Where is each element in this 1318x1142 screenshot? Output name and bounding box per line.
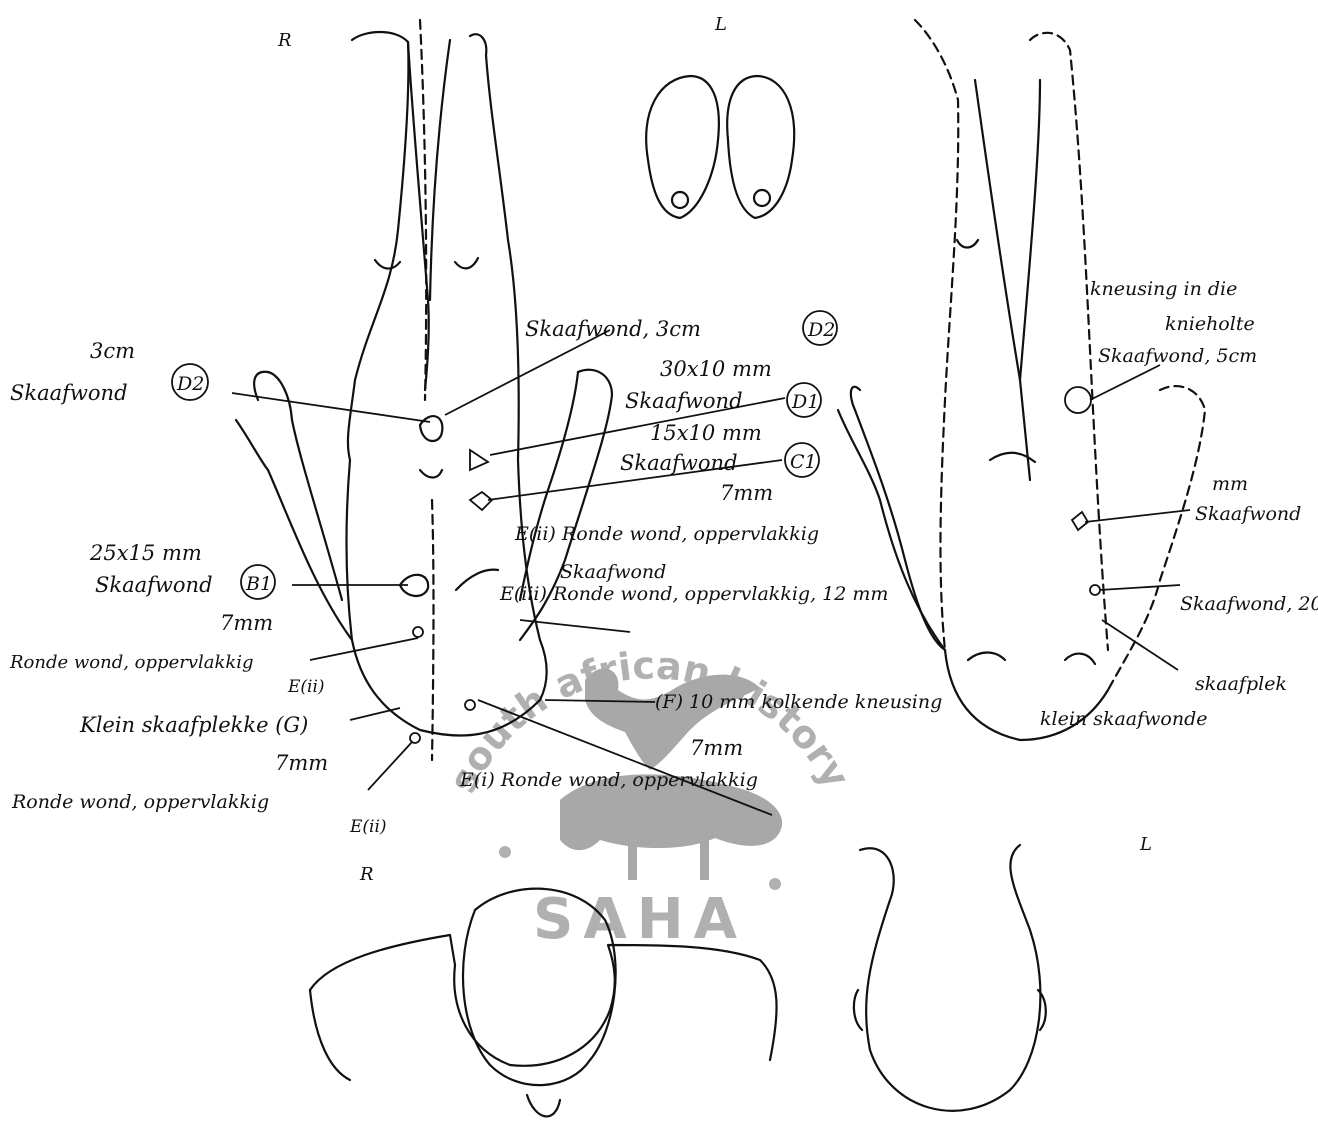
annotation-d2-left-text: Skaafwond xyxy=(10,381,128,405)
annotation-c1-badge: C1 xyxy=(790,451,817,473)
annotation-c1-extra: 7mm xyxy=(720,481,773,505)
annotation-e1b-size: 7mm xyxy=(275,751,328,775)
annotation-d2-left-badge: D2 xyxy=(176,373,204,395)
annotation-e2a-text: E(ii) Ronde wond, oppervlakkig xyxy=(514,523,819,545)
annotation-e3-extra: Skaafwond xyxy=(560,561,666,583)
annotation-b1-badge: B1 xyxy=(245,573,272,595)
annotations-back: kneusing in die knieholte Skaafwond, 5cm… xyxy=(1040,278,1318,730)
annotation-right-back-2: klein skaafwonde xyxy=(1040,708,1207,730)
annotation-right-knee-2: knieholte xyxy=(1165,313,1255,335)
annotation-right-back-1: skaafplek xyxy=(1195,673,1287,695)
annotation-c1-text: Skaafwond xyxy=(620,451,738,475)
annotation-g-text: Klein skaafplekke (G) xyxy=(79,713,308,737)
label-r-bottom: R xyxy=(359,864,374,885)
annotation-d1-badge: D1 xyxy=(791,391,819,413)
label-r-top: R xyxy=(277,30,292,51)
annotation-right-thigh: Skaafwond, 5cm xyxy=(1098,345,1257,367)
annotation-d1-size: 30x10 mm xyxy=(660,357,772,381)
annotation-right-hip: Skaafwond, 20 mm xyxy=(1180,593,1318,615)
annotation-e2b-text: Ronde wond, oppervlakkig xyxy=(9,652,254,673)
annotation-b1-text: Skaafwond xyxy=(95,573,213,597)
head-back-view-icon xyxy=(854,845,1046,1111)
annotation-e1b-text: Ronde wond, oppervlakkig xyxy=(11,791,269,813)
watermark-dot-left xyxy=(499,846,511,858)
annotation-d2-left-size: 3cm xyxy=(90,339,135,363)
watermark-acronym: SAHA xyxy=(533,887,747,952)
body-back-figure xyxy=(838,20,1205,740)
annotation-right-buttock-size: mm xyxy=(1212,473,1248,495)
annotation-e1b-label: E(ii) xyxy=(349,817,387,837)
annotation-right-knee-1: kneusing in die xyxy=(1090,278,1237,300)
annotation-b1-size: 25x15 mm xyxy=(89,541,202,565)
annotation-e1-text: E(i) Ronde wond, oppervlakkig xyxy=(459,769,758,791)
label-l-bottom: L xyxy=(1139,834,1152,855)
annotation-right-buttock: Skaafwond xyxy=(1195,503,1301,525)
label-l-top: L xyxy=(714,14,727,35)
annotation-e2b-label: E(ii) xyxy=(287,677,325,697)
feet-soles-icon xyxy=(646,76,794,218)
annotation-e1-size: 7mm xyxy=(690,736,743,760)
annotation-d1-text: Skaafwond xyxy=(625,389,743,413)
annotation-e2b-size: 7mm xyxy=(220,611,273,635)
annotation-d2-text: Skaafwond, 3cm xyxy=(525,317,701,341)
body-front-figure xyxy=(236,20,612,760)
annotation-c1-size: 15x10 mm xyxy=(650,421,762,445)
watermark-dot-right xyxy=(769,878,781,890)
annotation-f-text: (F) 10 mm kolkende kneusing xyxy=(655,691,942,713)
annotation-e3-text: E(iii) Ronde wond, oppervlakkig, 12 mm xyxy=(499,583,888,605)
annotation-d2-badge: D2 xyxy=(807,319,835,341)
